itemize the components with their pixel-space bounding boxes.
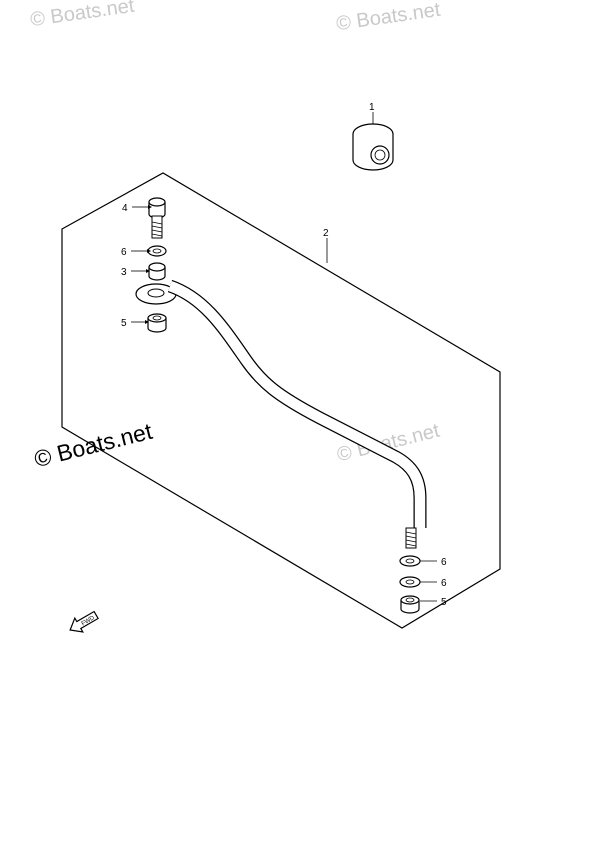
part-1-nut bbox=[352, 112, 394, 171]
part-6-washer-bottom-b bbox=[399, 576, 437, 588]
callout-part-1: 1 bbox=[369, 102, 375, 113]
callout-part-6-bottom-a: 6 bbox=[441, 557, 447, 568]
part-2-drag-link bbox=[135, 238, 427, 549]
part-4-bolt bbox=[132, 197, 166, 239]
fwd-arrow-icon: FWD bbox=[69, 610, 99, 633]
part-6-washer-top bbox=[131, 245, 167, 257]
callout-part-6-top: 6 bbox=[121, 247, 127, 258]
callout-part-5-top: 5 bbox=[121, 318, 127, 329]
callout-part-3: 3 bbox=[121, 267, 127, 278]
part-5-nut-top bbox=[131, 313, 167, 333]
part-5-nut-bottom bbox=[400, 595, 437, 614]
callout-part-6-bottom-b: 6 bbox=[441, 578, 447, 589]
part-6-washer-bottom-a bbox=[399, 555, 437, 567]
part-3-collar bbox=[131, 262, 166, 281]
callout-part-5-bottom: 5 bbox=[441, 597, 447, 608]
kit-boundary bbox=[61, 172, 501, 629]
callout-part-4: 4 bbox=[122, 203, 128, 214]
callout-part-2: 2 bbox=[323, 228, 329, 239]
